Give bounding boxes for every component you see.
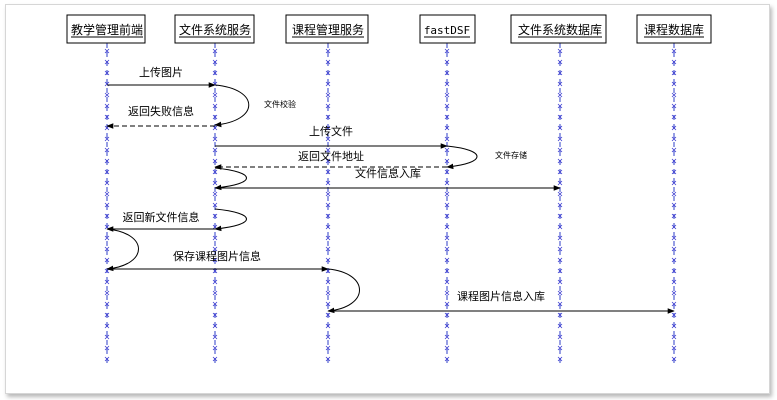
message-label: 保存课程图片信息 [173, 249, 261, 263]
self-call-arrow [446, 145, 478, 170]
lifeline-fsdb [557, 43, 563, 367]
self-call-arrow [214, 208, 247, 232]
message-m8: 课程图片信息入库 [328, 289, 675, 314]
participant-box [285, 14, 369, 44]
participant-portal: 教学管理前端 [66, 14, 146, 44]
message-m6: 返回新文件信息 [106, 210, 215, 232]
message-s3 [214, 167, 247, 191]
self-call-arrow [214, 167, 247, 191]
participant-fastdsf: fastDSF [419, 14, 476, 44]
lifeline-coursedb [671, 43, 677, 367]
participant-box [510, 14, 607, 44]
message-s5 [106, 228, 139, 272]
message-m4: 返回文件地址 [214, 149, 447, 170]
message-label: 返回新文件信息 [123, 210, 200, 224]
message-label: 返回文件地址 [298, 149, 364, 163]
message-m2: 返回失败信息 [106, 104, 215, 129]
lifeline-portal [104, 43, 110, 367]
message-label: 课程图片信息入库 [457, 289, 545, 303]
participant-label: fastDSF [424, 24, 470, 37]
message-label: 返回失败信息 [128, 104, 194, 118]
message-m5: 文件信息入库 [215, 166, 561, 191]
message-label: 文件信息入库 [355, 166, 421, 180]
diagram-frame: 上传图片文件校验返回失败信息上传文件文件存储 返回文件地址文件信息入库返回新文件信… [5, 4, 770, 394]
participant-label: 文件系统数据库 [518, 22, 602, 37]
lifeline-fs [212, 43, 218, 367]
participant-fsdb: 文件系统数据库 [510, 14, 607, 44]
participant-label: 教学管理前端 [71, 22, 143, 37]
participant-coursedb: 课程数据库 [636, 14, 712, 44]
message-label: 上传图片 [139, 66, 183, 79]
lifeline-fastdsf [444, 43, 450, 367]
self-call-arrow [214, 84, 250, 128]
participant-course: 课程管理服务 [285, 14, 369, 44]
self-call-arrow [327, 268, 360, 314]
message-s1: 文件校验 [214, 84, 296, 128]
message-m7: 保存课程图片信息 [107, 249, 329, 272]
self-call-arrow [106, 228, 139, 272]
message-m1: 上传图片 [107, 66, 216, 88]
message-s4 [214, 208, 247, 232]
participant-label: 课程数据库 [644, 22, 704, 37]
message-s6 [327, 268, 360, 314]
message-label: 上传文件 [309, 124, 353, 138]
lifeline-course [325, 43, 331, 367]
participant-label: 课程管理服务 [292, 22, 364, 37]
self-call-label: 文件校验 [264, 99, 296, 109]
participant-fs: 文件系统服务 [174, 14, 255, 44]
participant-box [66, 14, 146, 44]
message-s2: 文件存储 [446, 145, 527, 170]
participant-box [174, 14, 255, 44]
message-m3: 上传文件 [215, 124, 448, 149]
self-call-label: 文件存储 [495, 150, 527, 160]
participant-box [636, 14, 712, 44]
participant-label: 文件系统服务 [179, 22, 251, 37]
participant-box [419, 14, 476, 44]
